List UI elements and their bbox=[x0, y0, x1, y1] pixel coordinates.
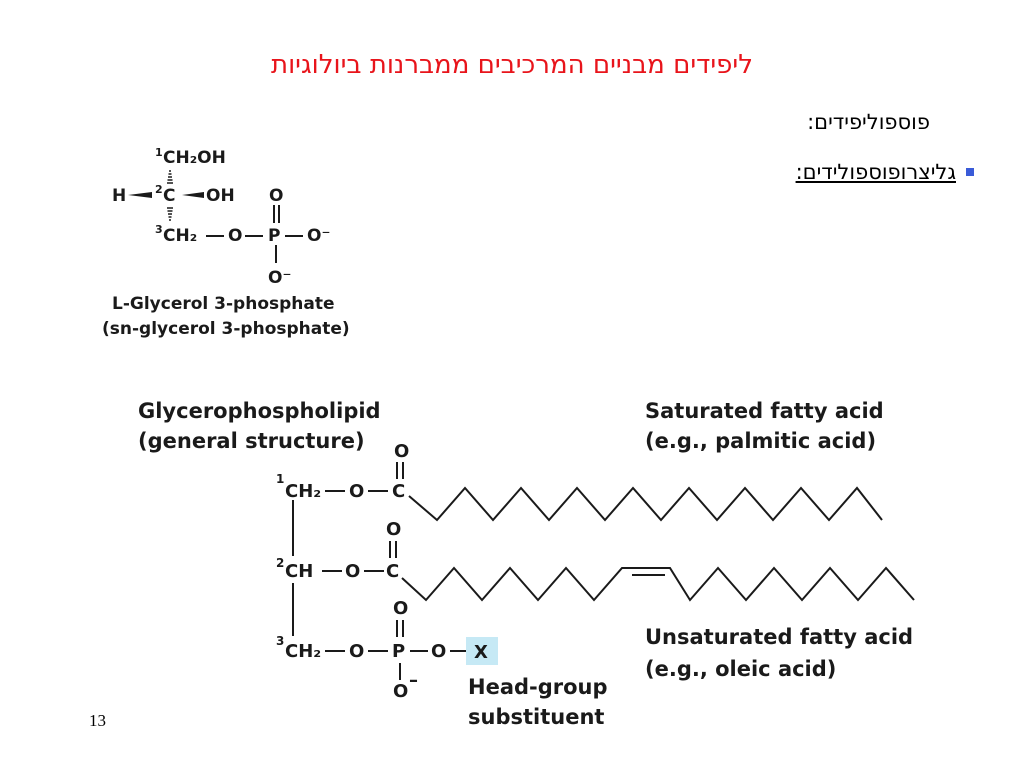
gp-p-label: P bbox=[268, 226, 280, 246]
row2-o: O bbox=[345, 561, 360, 582]
headgroup-label-line1: Head-group bbox=[468, 675, 608, 699]
row3-o-top: O bbox=[393, 598, 408, 619]
gp-name-line2: (sn-glycerol 3-phosphate) bbox=[102, 319, 350, 339]
gp-c1-number: 1 bbox=[155, 146, 163, 159]
gp-oh-label: OH bbox=[206, 186, 235, 206]
row1-c: C bbox=[392, 481, 405, 502]
saturated-label-line2: (e.g., palmitic acid) bbox=[645, 429, 876, 453]
row3-ch: CH₂ bbox=[285, 641, 321, 662]
gp-o-bottom: O⁻ bbox=[268, 268, 291, 288]
row3-o2: O bbox=[431, 641, 446, 662]
row2-c: C bbox=[386, 561, 399, 582]
gp-o-link: O bbox=[228, 226, 242, 246]
row3-p: P bbox=[392, 641, 405, 662]
row2-number: 2 bbox=[276, 556, 284, 570]
glycerophospholipid-structure: Glycerophospholipid (general structure) … bbox=[138, 399, 915, 729]
hashed-bond-c2-c3 bbox=[167, 207, 173, 221]
row1-ch: CH₂ bbox=[285, 481, 321, 502]
saturated-fatty-acid-chain bbox=[408, 486, 883, 522]
gp-name-line1: L-Glycerol 3-phosphate bbox=[112, 294, 335, 314]
headgroup-label-line2: substituent bbox=[468, 705, 604, 729]
row2-ch: CH bbox=[285, 561, 313, 582]
gp-c3-number: 3 bbox=[155, 223, 163, 236]
row3-number: 3 bbox=[276, 634, 284, 648]
unsaturated-label-line1: Unsaturated fatty acid bbox=[645, 625, 913, 649]
page-number: 13 bbox=[89, 711, 106, 730]
bullet-item: גליצרופוספולידים: bbox=[796, 160, 974, 184]
unsaturated-fatty-acid-chain bbox=[401, 566, 915, 602]
row2-o-top: O bbox=[386, 519, 401, 540]
gp-o-minus-right: O⁻ bbox=[307, 226, 330, 246]
row3-x: X bbox=[474, 642, 488, 663]
saturated-label-line1: Saturated fatty acid bbox=[645, 399, 884, 423]
gpl-label-line1: Glycerophospholipid bbox=[138, 399, 381, 423]
row1-o: O bbox=[349, 481, 364, 502]
row1-number: 1 bbox=[276, 472, 284, 486]
square-bullet-icon bbox=[966, 168, 974, 176]
gpl-label-line2: (general structure) bbox=[138, 429, 365, 453]
gp-c2-label: C bbox=[163, 186, 175, 206]
glycerol-3-phosphate-structure: 1 CH₂OH H 2 C OH 3 CH₂ O P O⁻ O bbox=[102, 146, 350, 339]
section-heading: פוספוליפידים: bbox=[807, 110, 930, 134]
wedge-bond-oh bbox=[182, 192, 204, 198]
head-group-x-box bbox=[466, 637, 498, 665]
unsaturated-label-line2: (e.g., oleic acid) bbox=[645, 657, 836, 681]
row3-o-bottom: O bbox=[393, 681, 408, 702]
row3-o: O bbox=[349, 641, 364, 662]
row3-minus: – bbox=[409, 670, 418, 691]
bullet-text: גליצרופוספולידים: bbox=[795, 160, 956, 184]
row1-o-top: O bbox=[394, 441, 409, 462]
gp-h-label: H bbox=[112, 186, 126, 206]
gp-o-top: O bbox=[269, 186, 283, 206]
gp-c2-number: 2 bbox=[155, 183, 163, 196]
gp-c1-label: CH₂OH bbox=[163, 148, 226, 168]
slide-title: ליפידים מבניים המרכיבים ממברנות ביולוגיו… bbox=[270, 50, 754, 80]
hashed-bond-c1-c2 bbox=[167, 170, 173, 184]
gp-c3-label: CH₂ bbox=[163, 226, 197, 246]
wedge-bond-h bbox=[128, 192, 152, 198]
